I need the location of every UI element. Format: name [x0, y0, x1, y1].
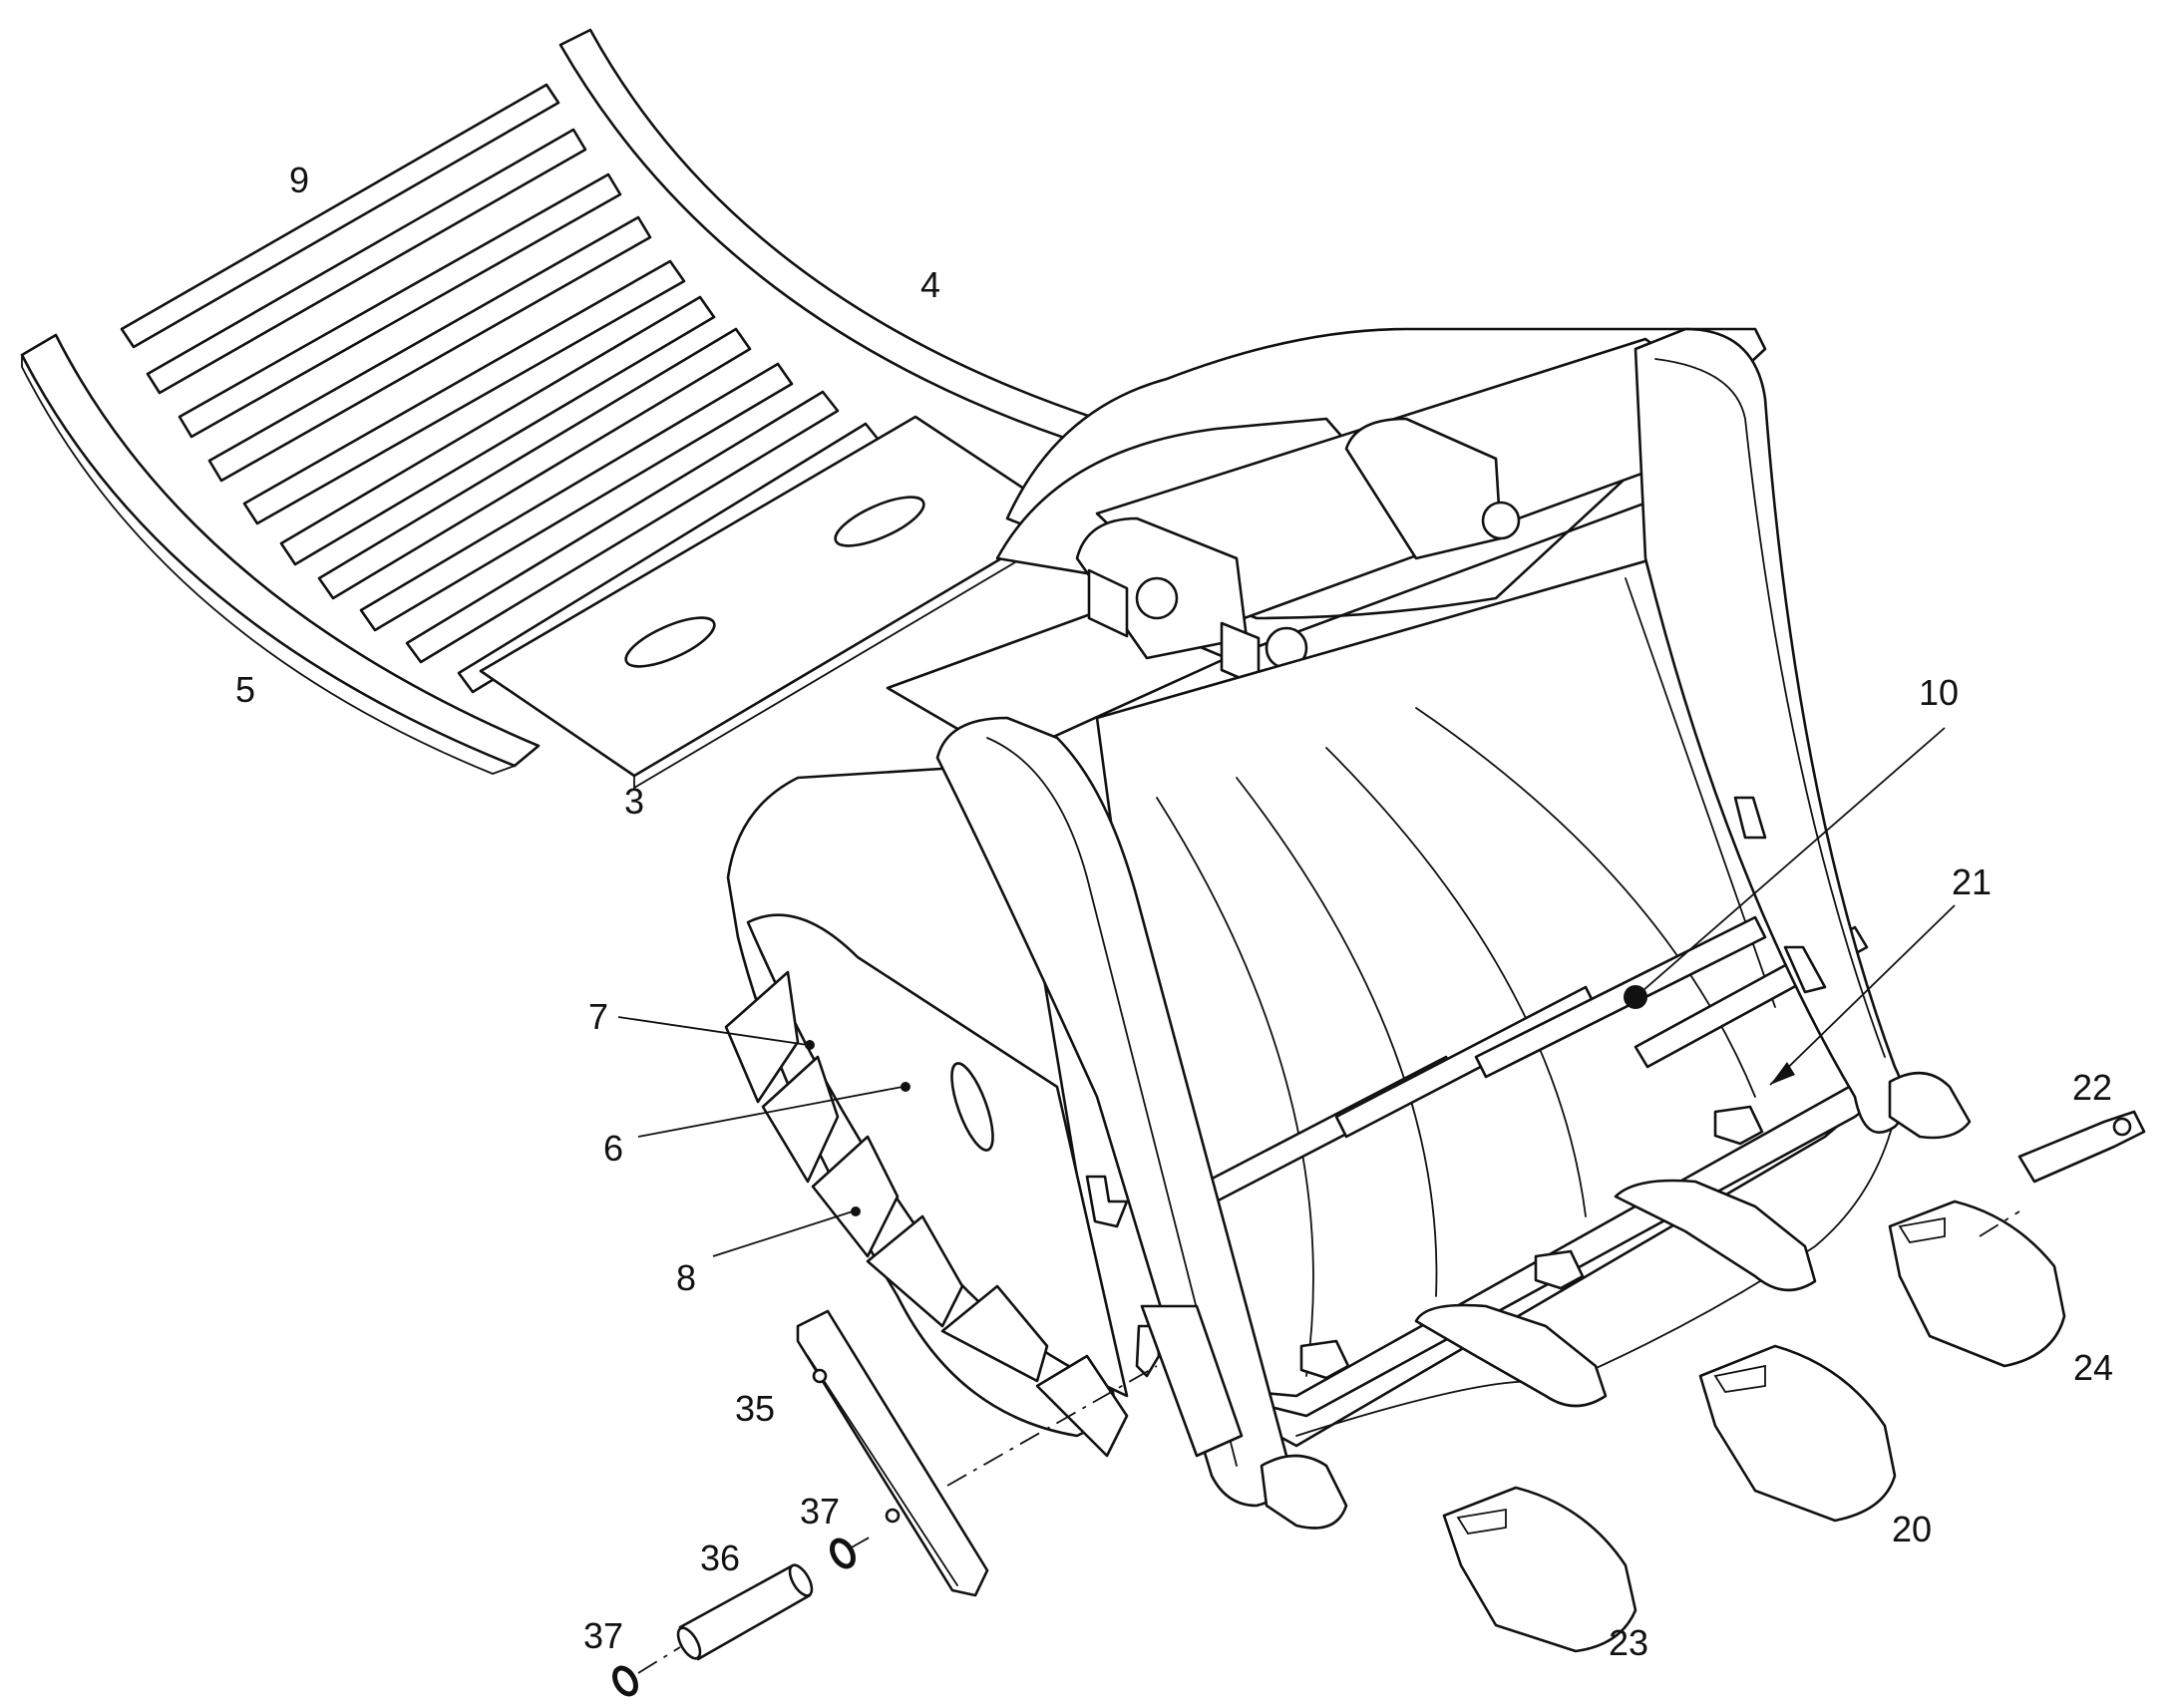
callout-9: 9 [289, 160, 309, 200]
side-cutter-35 [796, 1309, 989, 1597]
callout-35: 35 [735, 1388, 775, 1429]
callout-6: 6 [603, 1128, 623, 1169]
callout-37-upper: 37 [800, 1491, 840, 1532]
callout-36: 36 [700, 1537, 740, 1578]
callout-labels: 9 4 5 3 10 21 7 6 8 22 24 35 37 36 37 20… [235, 160, 2113, 1663]
callout-5: 5 [235, 669, 255, 710]
callout-23: 23 [1609, 1622, 1648, 1663]
callout-3: 3 [624, 781, 644, 822]
callout-20: 20 [1892, 1509, 1932, 1549]
callout-4: 4 [920, 264, 940, 305]
wear-strip-5 [20, 333, 541, 775]
tooth-24 [1888, 1199, 2066, 1368]
leader-lines [617, 727, 1956, 1257]
callout-37-lower: 37 [583, 1615, 623, 1656]
pin-36 [676, 1563, 814, 1661]
callout-24: 24 [2073, 1347, 2113, 1388]
callout-22: 22 [2072, 1067, 2112, 1108]
tooth-20 [1698, 1344, 1897, 1523]
callout-10: 10 [1919, 672, 1959, 713]
callout-7: 7 [588, 996, 608, 1037]
callout-21: 21 [1952, 861, 1992, 902]
pin-axis-line-a [637, 1646, 681, 1674]
tooth-23 [1442, 1486, 1637, 1653]
retainer-ring-37-b [612, 1665, 638, 1697]
callout-8: 8 [676, 1257, 696, 1298]
wear-bars-9 [120, 83, 884, 694]
lock-pin-22 [1979, 1110, 2146, 1237]
pin-axis-line-b [849, 1535, 874, 1549]
pin-axis-line-c [946, 1365, 1158, 1487]
bucket-body [724, 327, 1972, 1530]
retainer-ring-37-a [830, 1537, 856, 1569]
